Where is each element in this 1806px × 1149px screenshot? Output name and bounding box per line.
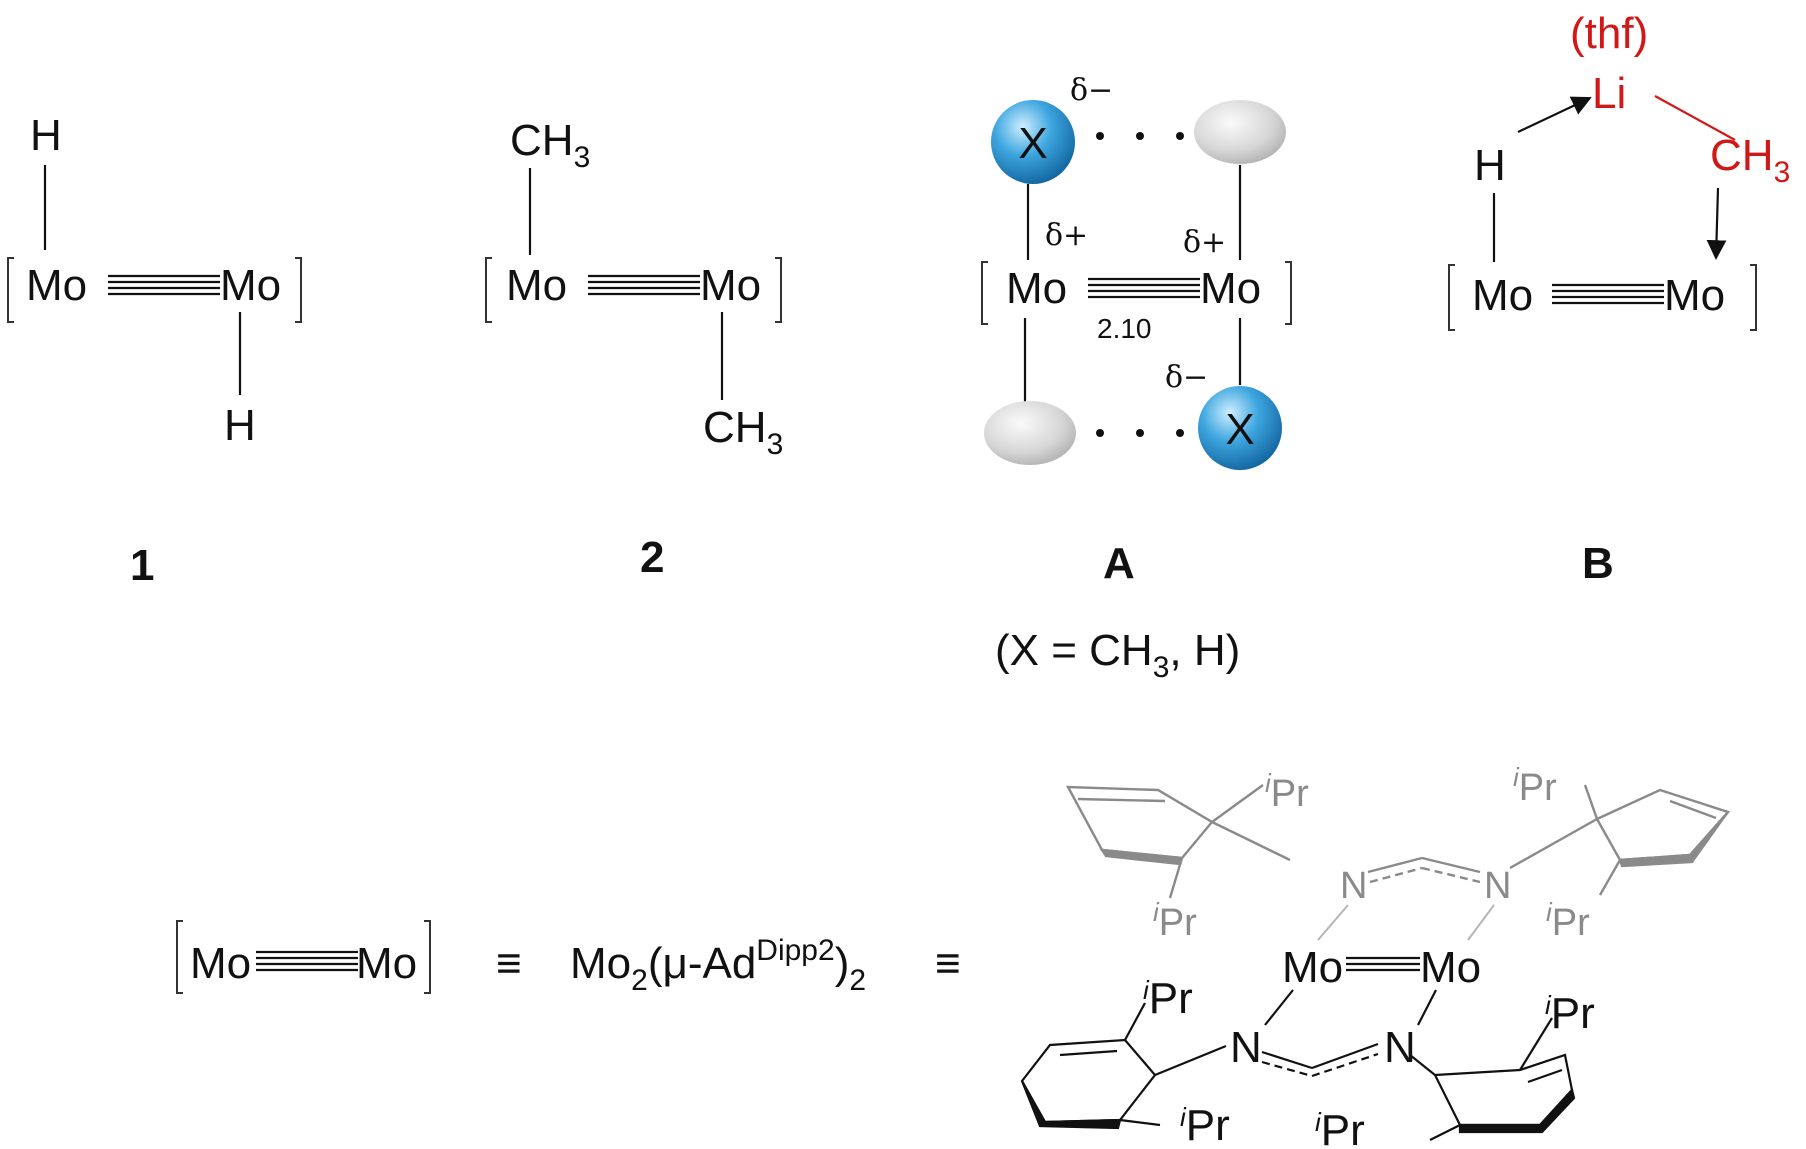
arrow-icon — [1706, 187, 1727, 260]
metal-left: Mo — [506, 261, 567, 310]
ipr-label: iPr — [1180, 1101, 1230, 1149]
lithium-label: Li — [1592, 69, 1626, 118]
hydride-top: H — [30, 111, 62, 160]
ipr-label: iPr — [1153, 897, 1197, 944]
triple-bond — [1552, 283, 1664, 305]
compound-label-A: A — [1103, 539, 1135, 588]
nitrogen-top-left-label: N — [1340, 865, 1367, 907]
delta-plus-right: δ+ — [1183, 225, 1226, 260]
mo2-amidinate-structure: iPr iPr N N iPr iPr Mo Mo — [1020, 762, 1731, 1149]
sphere-x-icon: X — [1198, 386, 1282, 470]
triple-bond — [588, 274, 700, 296]
compound-2: CH3 Mo Mo CH3 2 — [485, 116, 783, 582]
delta-plus-left: δ+ — [1045, 218, 1088, 253]
metal-right: Mo — [700, 261, 761, 310]
compound-label-B: B — [1582, 539, 1614, 588]
ipr-label: iPr — [1315, 1106, 1365, 1149]
legend-bracket: Mo Mo — [176, 920, 431, 994]
x-definition: (X = CH3, H) — [995, 626, 1240, 684]
compound-label-2: 2 — [640, 533, 664, 582]
ipr-label: iPr — [1545, 989, 1595, 1038]
compound-1: H Mo Mo H 1 — [7, 111, 302, 590]
legend-metal-left: Mo — [190, 939, 251, 988]
delta-minus-top: δ− — [1070, 73, 1113, 108]
metal-right: Mo — [1664, 271, 1725, 320]
hydride-bottom: H — [224, 401, 256, 450]
dotted-interaction-top — [1096, 132, 1184, 140]
sphere-gray-icon — [984, 401, 1076, 465]
sphere-x-icon: X — [991, 100, 1075, 184]
delta-minus-bottom: δ− — [1165, 360, 1208, 395]
arrow-icon — [1517, 96, 1592, 133]
methyl-red: CH3 — [1710, 131, 1790, 189]
equiv-symbol-2: ≡ — [935, 939, 961, 988]
equiv-symbol-1: ≡ — [496, 939, 522, 988]
sphere-label: X — [1225, 405, 1254, 454]
nitrogen-bottom-right: N — [1384, 1023, 1416, 1072]
metal-left: Mo — [1006, 264, 1067, 313]
compound-A: X δ− δ+ δ+ Mo Mo 2.10 δ− X A — [981, 73, 1292, 684]
ipr-label: iPr — [1513, 762, 1557, 809]
sphere-gray-icon — [1194, 100, 1286, 164]
triple-bond — [1088, 277, 1200, 299]
legend-metal-right: Mo — [356, 939, 417, 988]
thf-label: (thf) — [1570, 9, 1648, 58]
nitrogen-top-right-label: N — [1484, 865, 1511, 907]
hydride: H — [1474, 141, 1506, 190]
metal-right: Mo — [1200, 264, 1261, 313]
methyl-bottom: CH3 — [703, 403, 783, 461]
compound-B: (thf) Li CH3 H Mo Mo B — [1448, 9, 1790, 588]
metal-left: Mo — [1472, 271, 1533, 320]
ipr-label: iPr — [1546, 897, 1590, 944]
ipr-label: iPr — [1143, 974, 1193, 1023]
metal-left: Mo — [26, 261, 87, 310]
bond-length: 2.10 — [1097, 313, 1152, 344]
sphere-label: X — [1018, 119, 1047, 168]
ipr-label: iPr — [1265, 768, 1309, 815]
structure-metal-left: Mo — [1282, 943, 1343, 992]
methyl-top: CH3 — [510, 116, 590, 174]
compound-label-1: 1 — [130, 541, 154, 590]
dotted-interaction-bottom — [1096, 429, 1184, 437]
nitrogen-bottom-left: N — [1230, 1023, 1262, 1072]
metal-right: Mo — [220, 261, 281, 310]
triple-bond — [108, 274, 220, 296]
formula: Mo2(μ-AdDipp2)2 — [570, 934, 866, 997]
structure-metal-right: Mo — [1420, 943, 1481, 992]
